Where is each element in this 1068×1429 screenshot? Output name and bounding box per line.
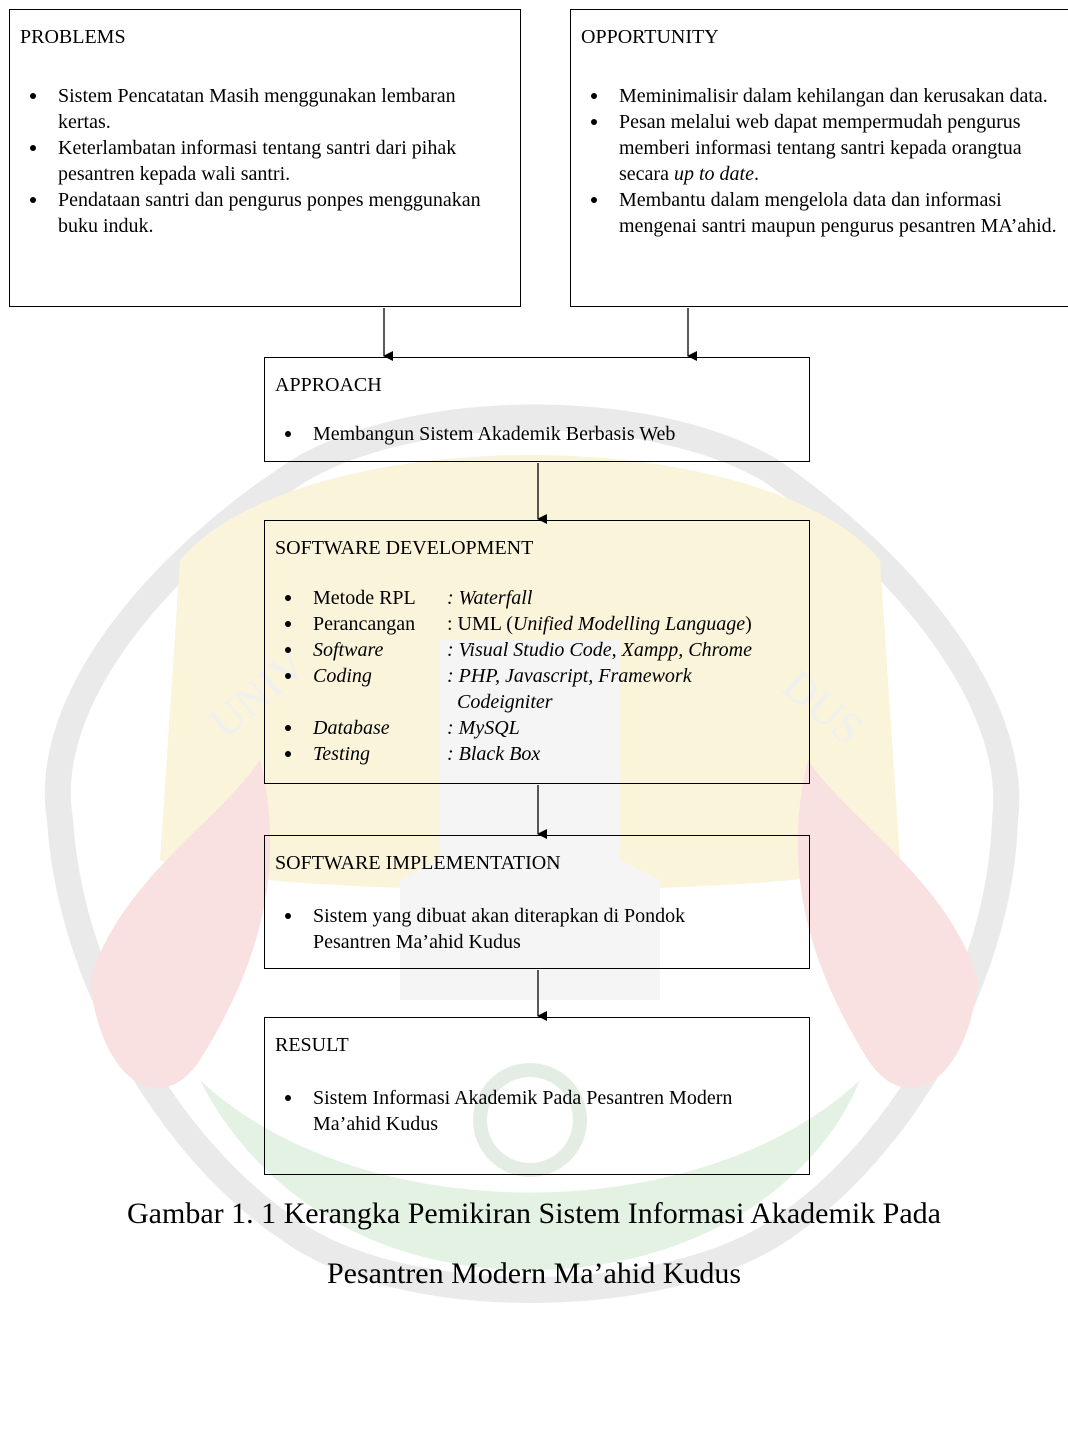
opportunity-box: OPPORTUNITY Meminimalisir dalam kehilang…	[570, 9, 1068, 307]
software-implementation-list: Sistem yang dibuat akan diterapkan di Po…	[283, 903, 749, 955]
figure-caption-line1: Gambar 1. 1 Kerangka Pemikiran Sistem In…	[127, 1197, 941, 1230]
problems-title: PROBLEMS	[20, 26, 126, 48]
sd-label: Perancangan	[313, 613, 416, 635]
sd-value-suffix: )	[745, 613, 752, 635]
opportunity-list: Meminimalisir dalam kehilangan dan kerus…	[589, 83, 1068, 239]
list-item: Keterlambatan informasi tentang santri d…	[28, 135, 512, 187]
sd-row-perancangan: Perancangan : UML (Unified Modelling Lang…	[283, 611, 809, 637]
problems-list: Sistem Pencatatan Masih menggunakan lemb…	[28, 83, 512, 239]
sd-value-prefix: : UML (	[447, 613, 513, 635]
approach-list: Membangun Sistem Akademik Berbasis Web	[283, 421, 803, 447]
sd-row-metode: Metode RPL : Waterfall	[283, 585, 809, 611]
opportunity-item2-italic: up to date	[673, 163, 754, 185]
list-item: Sistem Informasi Akademik Pada Pesantren…	[283, 1085, 799, 1137]
list-item: Pendataan santri dan pengurus ponpes men…	[28, 187, 512, 239]
result-box: RESULT Sistem Informasi Akademik Pada Pe…	[264, 1017, 810, 1175]
seal-red-flame-left	[90, 760, 271, 1089]
sd-row-coding: Coding : PHP, Javascript, Framework Codei…	[283, 663, 809, 715]
opportunity-item2-end: .	[753, 163, 759, 185]
sd-row-software: Software : Visual Studio Code, Xampp, Chr…	[283, 637, 809, 663]
list-item: Sistem yang dibuat akan diterapkan di Po…	[283, 903, 749, 955]
problems-box: PROBLEMS Sistem Pencatatan Masih menggun…	[9, 9, 521, 307]
opportunity-item2-text: Pesan melalui web dapat mempermudah peng…	[619, 111, 1022, 185]
approach-title: APPROACH	[275, 374, 382, 396]
sd-value-italic: Unified Modelling Language	[512, 613, 746, 635]
software-development-list: Metode RPL : Waterfall Perancangan : UML (…	[283, 585, 809, 767]
figure-caption-line2: Pesantren Modern Ma’ahid Kudus	[326, 1257, 742, 1290]
sd-row-database: Database : MySQL	[283, 715, 809, 741]
list-item: Membantu dalam mengelola data dan inform…	[589, 187, 1068, 239]
approach-box: APPROACH Membangun Sistem Akademik Berba…	[264, 357, 810, 462]
list-item: Membangun Sistem Akademik Berbasis Web	[283, 421, 803, 447]
result-title: RESULT	[275, 1034, 349, 1056]
sd-value: : PHP, Javascript, Framework	[447, 665, 692, 687]
sd-value-continuation: Codeigniter	[457, 691, 553, 713]
sd-label: Software	[313, 639, 384, 661]
sd-value: : MySQL	[447, 717, 520, 739]
seal-green-base	[200, 1080, 860, 1270]
sd-label: Metode RPL	[313, 587, 416, 609]
seal-center-circle	[473, 1063, 587, 1177]
software-development-box: SOFTWARE DEVELOPMENT Metode RPL : Waterfa…	[264, 520, 810, 784]
list-item: Sistem Pencatatan Masih menggunakan lemb…	[28, 83, 512, 135]
opportunity-title: OPPORTUNITY	[581, 26, 719, 48]
result-list: Sistem Informasi Akademik Pada Pesantren…	[283, 1085, 799, 1137]
sd-row-testing: Testing : Black Box	[283, 741, 809, 767]
list-item: Meminimalisir dalam kehilangan dan kerus…	[589, 83, 1068, 109]
sd-label: Coding	[313, 665, 372, 687]
software-development-title: SOFTWARE DEVELOPMENT	[275, 537, 534, 559]
software-implementation-title: SOFTWARE IMPLEMENTATION	[275, 852, 561, 874]
seal-tower	[400, 640, 660, 1000]
sd-value: : Waterfall	[447, 587, 533, 609]
sd-value: : Black Box	[447, 743, 541, 765]
software-implementation-box: SOFTWARE IMPLEMENTATION Sistem yang dibu…	[264, 835, 810, 969]
list-item: Pesan melalui web dapat mempermudah peng…	[589, 109, 1068, 187]
seal-red-flame-right	[797, 760, 978, 1089]
sd-label: Testing	[313, 743, 371, 765]
sd-label: Database	[313, 717, 390, 739]
sd-value: : Visual Studio Code, Xampp, Chrome	[447, 639, 752, 661]
seal-outline	[44, 404, 1020, 1303]
